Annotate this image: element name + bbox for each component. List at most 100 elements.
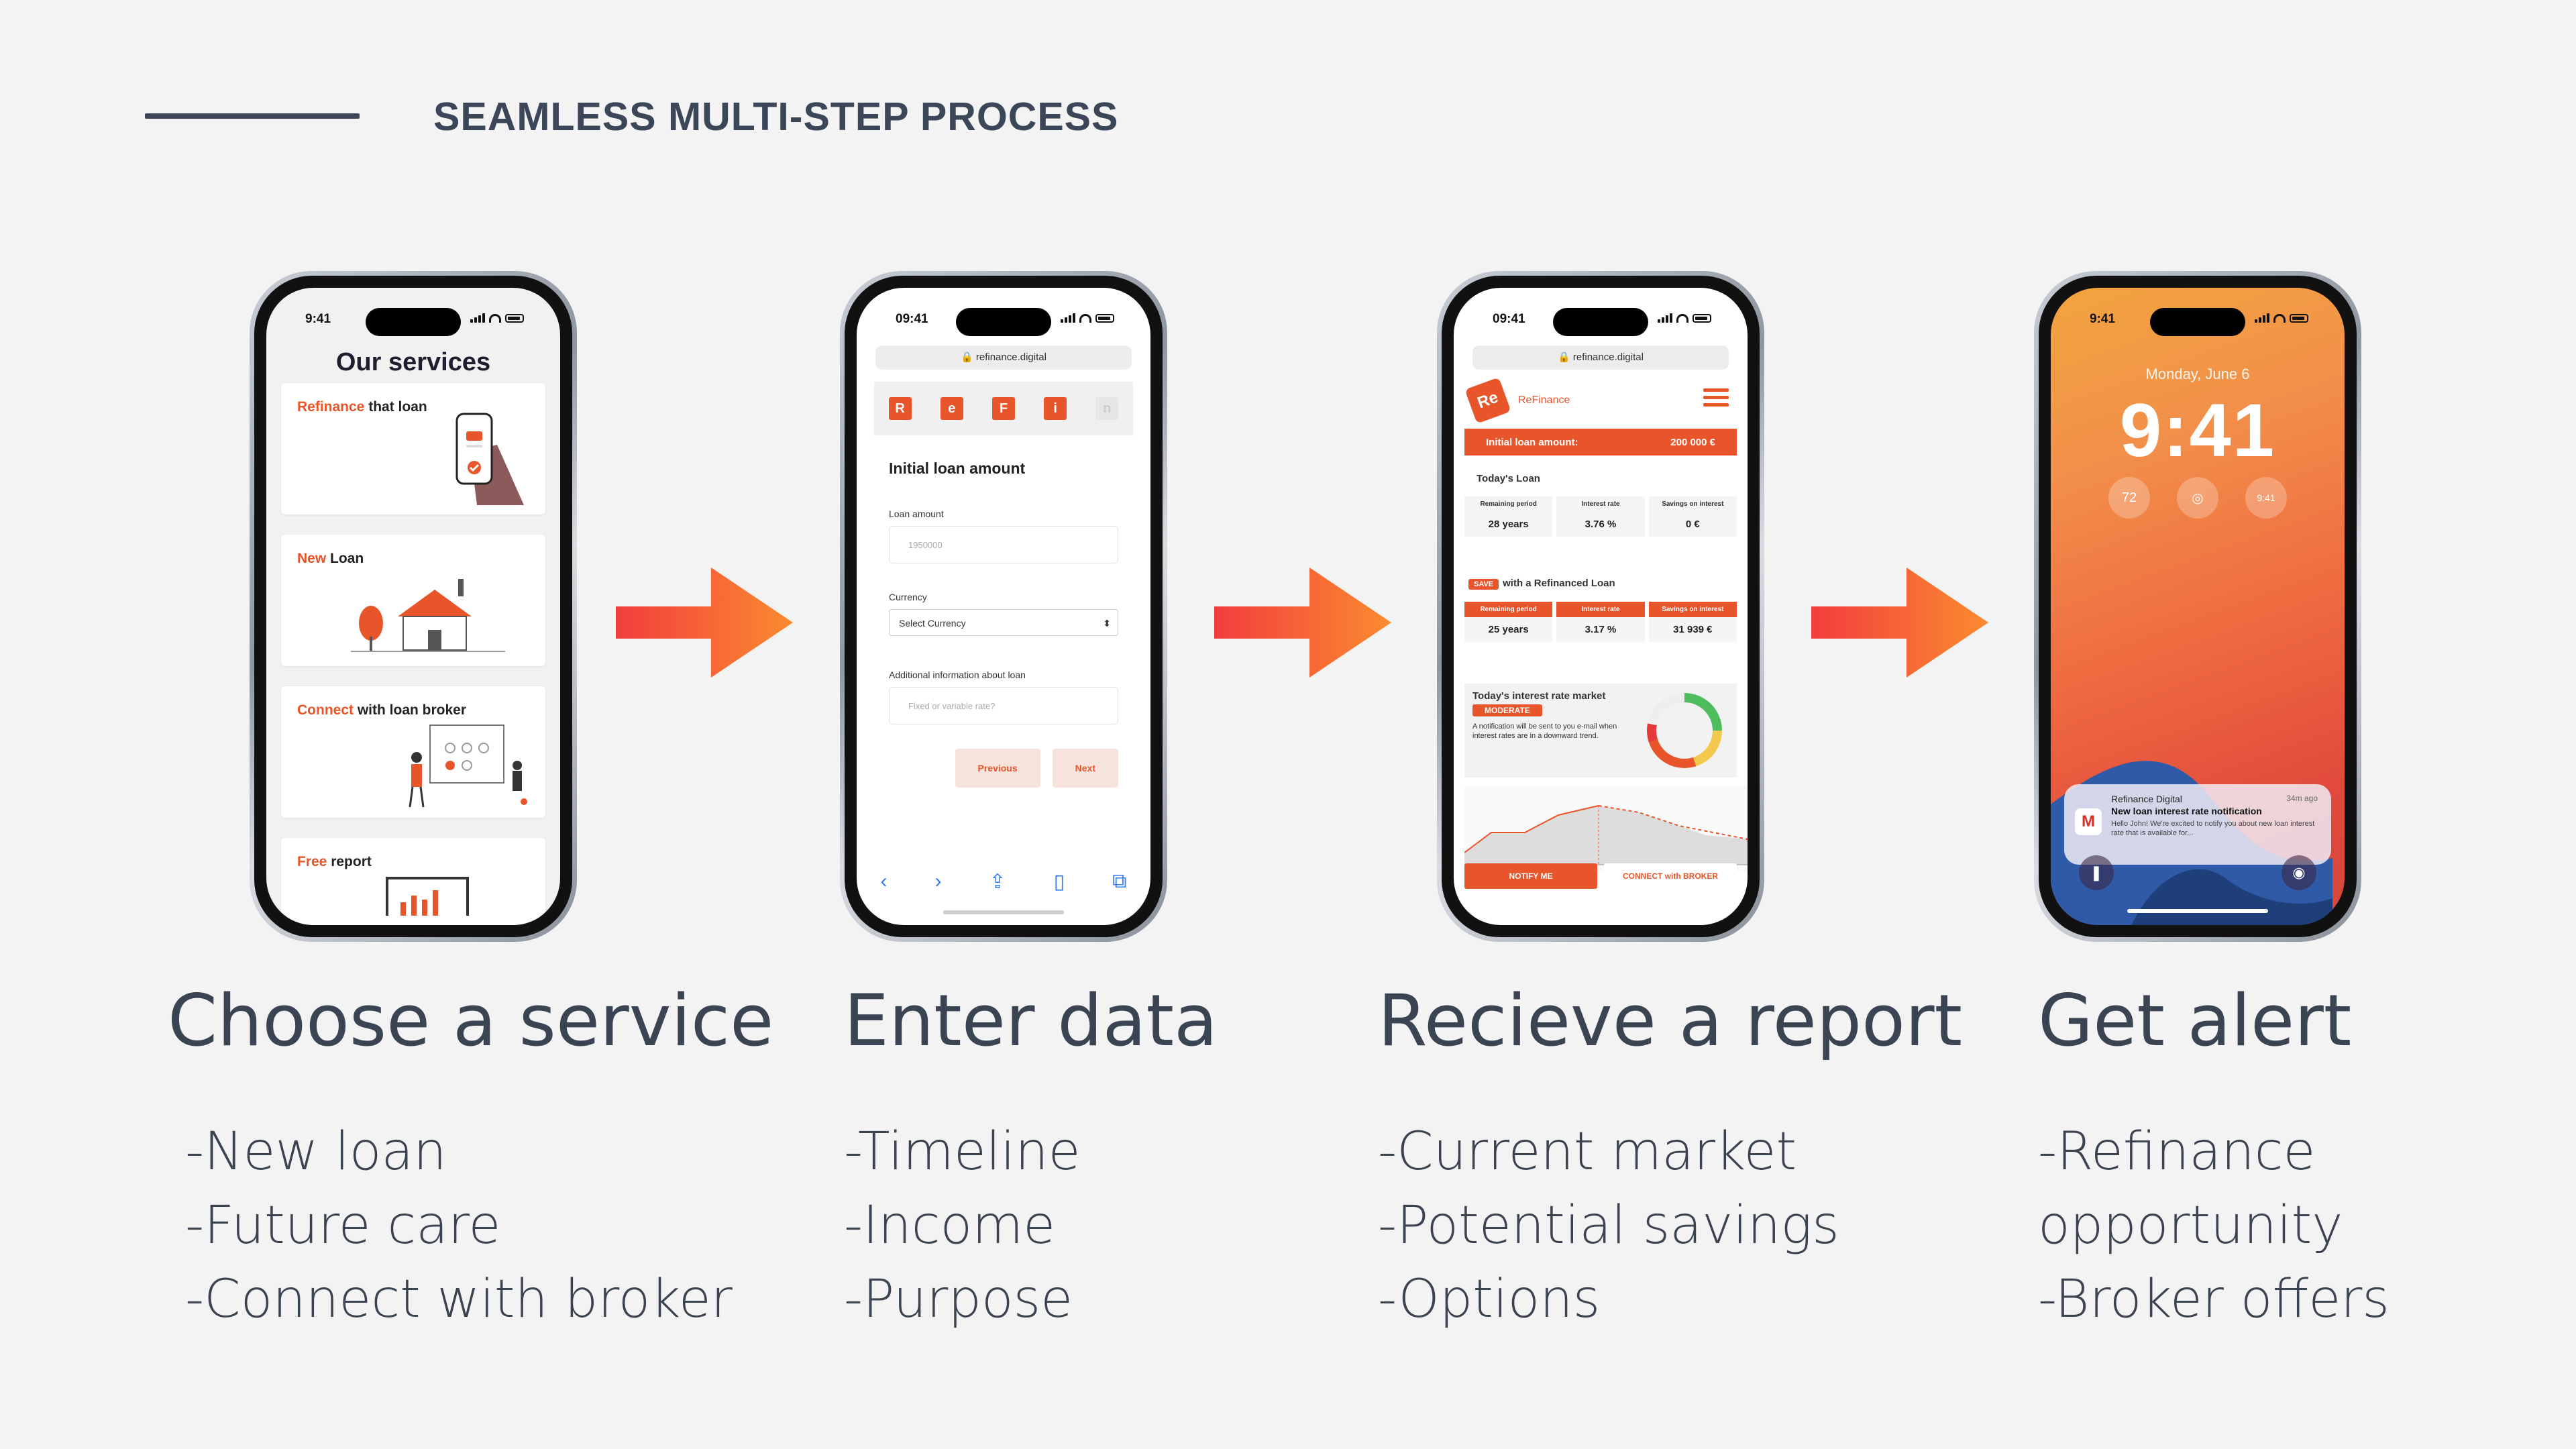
phone-get-alert: 9:41 Monday, June 6 9:41 72 ◎ 9:41 M Ref…	[2034, 271, 2361, 942]
list-item: -Refinance	[2038, 1122, 2316, 1182]
status-time: 9:41	[305, 312, 331, 326]
initial-amount-label: Initial loan amount:	[1486, 436, 1578, 448]
status-icons	[1061, 313, 1114, 323]
battery-icon	[2290, 314, 2308, 323]
lock-widgets: 72 ◎ 9:41	[2051, 477, 2345, 519]
service-card-free-report[interactable]: Free report	[281, 838, 545, 925]
additional-info-label: Additional information about loan	[889, 669, 1026, 680]
step-list-choose-service: -New loan -Future care -Connect with bro…	[185, 1115, 733, 1336]
url-bar[interactable]: 🔒 refinance.digital	[1472, 345, 1729, 370]
table-header: Remaining period	[1464, 496, 1553, 512]
list-item: -Purpose	[844, 1269, 1073, 1330]
step-list-get-alert: -Refinance opportunity -Broker offers	[2038, 1115, 2390, 1336]
table-header: Savings on interest	[1648, 602, 1737, 617]
lock-date: Monday, June 6	[2145, 366, 2250, 382]
service-card-connect-broker[interactable]: Connect with loan broker	[281, 686, 545, 818]
camera-icon[interactable]: ◉	[2282, 855, 2316, 890]
status-time: 09:41	[1493, 312, 1525, 326]
share-icon[interactable]: ⇪	[989, 870, 1006, 893]
list-item: -Income	[844, 1195, 1056, 1256]
wifi-icon	[2273, 314, 2286, 323]
page-title: SEAMLESS MULTI-STEP PROCESS	[433, 95, 1119, 139]
table-cell: 31 939 €	[1648, 617, 1737, 642]
list-item: -Connect with broker	[185, 1269, 733, 1330]
step-heading-enter-data: Enter data	[844, 979, 1218, 1062]
phone-choose-service: 9:41 Our services Refinance that loan Ne…	[250, 271, 577, 942]
logo-letter: e	[940, 397, 963, 420]
initial-amount-value: 200 000 €	[1670, 436, 1715, 448]
rate-gauge-icon	[1647, 693, 1722, 768]
report-actions: NOTIFY ME CONNECT with BROKER	[1464, 863, 1737, 889]
step-list-enter-data: -Timeline -Income -Purpose	[844, 1115, 1081, 1336]
activity-ring-icon: ◎	[2177, 477, 2218, 519]
list-item: -Future care	[185, 1195, 501, 1256]
rate-trend-chart	[1464, 786, 1748, 871]
clock-widget: 9:41	[2245, 477, 2287, 519]
arrow-right-icon	[1811, 568, 1988, 678]
list-item: opportunity	[2038, 1195, 2343, 1256]
refinance-logo: Re	[1464, 377, 1511, 424]
forward-icon[interactable]: ›	[934, 870, 942, 892]
tabs-icon[interactable]: ⧉	[1112, 870, 1127, 892]
arrow-right-icon	[616, 568, 793, 678]
wifi-icon	[489, 314, 501, 323]
list-item: -New loan	[185, 1122, 447, 1182]
logo-letter: n	[1095, 397, 1119, 420]
notification-title: New loan interest rate notification	[2111, 806, 2262, 816]
bookmarks-icon[interactable]: ▯	[1053, 870, 1065, 893]
table-cell: 0 €	[1648, 512, 1737, 537]
url-bar[interactable]: 🔒 refinance.digital	[875, 345, 1132, 370]
flashlight-icon[interactable]: ❚	[2079, 855, 2114, 890]
signal-icon	[1658, 313, 1672, 323]
list-item: -Broker offers	[2038, 1269, 2390, 1330]
report-chart-icon	[386, 877, 469, 916]
notification-card[interactable]: M Refinance Digital 34m ago New loan int…	[2064, 784, 2331, 865]
card-label: Loan	[326, 551, 364, 566]
service-card-refinance[interactable]: Refinance that loan	[281, 383, 545, 515]
signal-icon	[2255, 313, 2269, 323]
header-rule	[145, 113, 360, 119]
service-card-new-loan[interactable]: New Loan	[281, 535, 545, 666]
currency-select[interactable]: Select Currency	[889, 609, 1118, 637]
refin-logo-letters: R e F i n	[874, 382, 1133, 435]
wifi-icon	[1079, 314, 1091, 323]
next-button[interactable]: Next	[1052, 749, 1118, 788]
previous-button[interactable]: Previous	[955, 749, 1040, 788]
list-item: -Potential savings	[1378, 1195, 1839, 1256]
status-time: 09:41	[896, 312, 928, 326]
table-cell: 28 years	[1464, 512, 1553, 537]
table-header: Interest rate	[1556, 496, 1645, 512]
form-title: Initial loan amount	[889, 460, 1026, 477]
status-icons	[1658, 313, 1711, 323]
presentation-illustration-icon	[409, 724, 527, 808]
loan-amount-input[interactable]: 1950000	[889, 526, 1118, 564]
card-label: that loan	[364, 399, 427, 415]
logo-letter: i	[1044, 397, 1067, 420]
step-list-receive-report: -Current market -Potential savings -Opti…	[1378, 1115, 1839, 1336]
initial-amount-bar: Initial loan amount: 200 000 €	[1464, 429, 1737, 455]
dynamic-island	[2150, 308, 2245, 336]
phone-hand-illustration-icon	[455, 413, 524, 505]
list-item: -Timeline	[844, 1122, 1081, 1182]
additional-info-input[interactable]: Fixed or variable rate?	[889, 687, 1118, 724]
market-title: Today's interest rate market	[1472, 690, 1606, 702]
signal-icon	[1061, 313, 1075, 323]
notification-body: Hello John! We're excited to notify you …	[2111, 820, 2315, 837]
notification-time: 34m ago	[2286, 794, 2318, 803]
card-label: report	[327, 854, 372, 869]
signal-icon	[470, 313, 485, 323]
card-highlight: Free	[297, 854, 327, 869]
home-indicator	[943, 910, 1064, 914]
wifi-icon	[1676, 314, 1688, 323]
list-item: -Options	[1378, 1269, 1601, 1330]
hamburger-menu-icon[interactable]	[1703, 388, 1729, 411]
save-tag: SAVE	[1468, 579, 1499, 590]
back-icon[interactable]: ‹	[880, 870, 888, 892]
connect-broker-button[interactable]: CONNECT with BROKER	[1604, 863, 1737, 889]
notify-me-button[interactable]: NOTIFY ME	[1464, 863, 1597, 889]
logo-letter: F	[991, 397, 1015, 420]
table-header: Savings on interest	[1648, 496, 1737, 512]
